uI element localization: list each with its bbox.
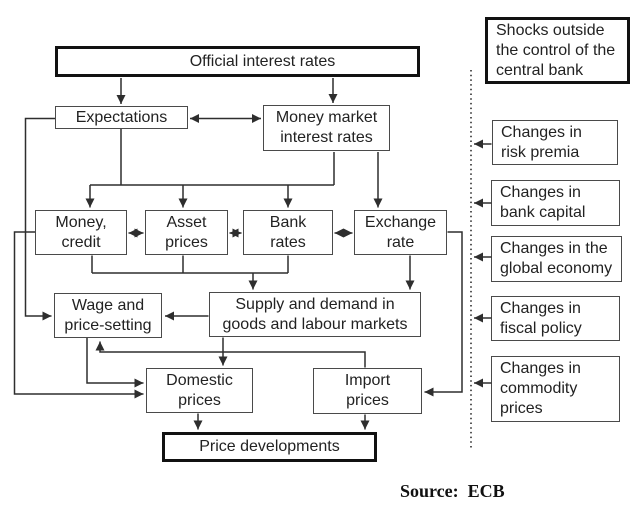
node-supply-and-demand: Supply and demand in goods and labour ma… xyxy=(209,292,421,337)
node-exchange-rate: Exchange rate xyxy=(354,210,447,255)
node-price-developments: Price developments xyxy=(162,432,377,462)
node-domestic-prices: Domestic prices xyxy=(146,368,253,413)
shock-bank-capital: Changes in bank capital xyxy=(491,180,620,226)
node-label: Money market interest rates xyxy=(275,109,378,146)
shocks-header-label: Shocks outside the control of the centra… xyxy=(496,21,616,79)
node-asset-prices: Asset prices xyxy=(145,210,228,255)
shock-label: Changes in the global economy xyxy=(500,240,613,277)
node-official-interest-rates: Official interest rates xyxy=(55,46,420,77)
source-note: Source: ECB xyxy=(400,481,505,501)
node-label: Domestic prices xyxy=(166,371,233,409)
shock-label: Changes in fiscal policy xyxy=(500,299,582,337)
edge-wage-setting-to-domestic-prices xyxy=(86,338,144,388)
edge-import-prices-to-wage-setting xyxy=(95,341,366,368)
shock-commodity-prices: Changes in commodity prices xyxy=(491,356,620,422)
node-money-market-interest-rates: Money market interest rates xyxy=(263,105,390,151)
shock-global-economy: Changes in the global economy xyxy=(491,236,622,282)
node-expectations: Expectations xyxy=(55,106,188,129)
shock-label: Changes in risk premia xyxy=(501,123,582,161)
node-label: Bank rates xyxy=(269,213,307,251)
node-label: Asset prices xyxy=(165,213,208,251)
node-label: Money, credit xyxy=(55,213,107,251)
node-label: Exchange rate xyxy=(364,213,437,251)
node-label: Import prices xyxy=(344,372,391,409)
shock-label: Changes in bank capital xyxy=(500,184,586,221)
node-bank-rates: Bank rates xyxy=(243,210,333,255)
node-wage-and-price-setting: Wage and price-setting xyxy=(54,293,162,338)
shock-label: Changes in commodity prices xyxy=(500,360,581,417)
node-label: Supply and demand in goods and labour ma… xyxy=(222,295,408,333)
edge-exchange-rate-to-import-prices xyxy=(424,231,463,397)
node-import-prices: Import prices xyxy=(313,368,422,414)
shock-fiscal-policy: Changes in fiscal policy xyxy=(491,296,620,341)
node-label: Official interest rates xyxy=(189,52,336,70)
node-label: Wage and price-setting xyxy=(64,296,152,334)
node-label: Price developments xyxy=(199,438,340,455)
shock-risk-premia: Changes in risk premia xyxy=(492,120,618,165)
node-money-credit: Money, credit xyxy=(35,210,127,255)
node-label: Expectations xyxy=(75,108,168,126)
shocks-panel-header: Shocks outside the control of the centra… xyxy=(485,17,630,84)
